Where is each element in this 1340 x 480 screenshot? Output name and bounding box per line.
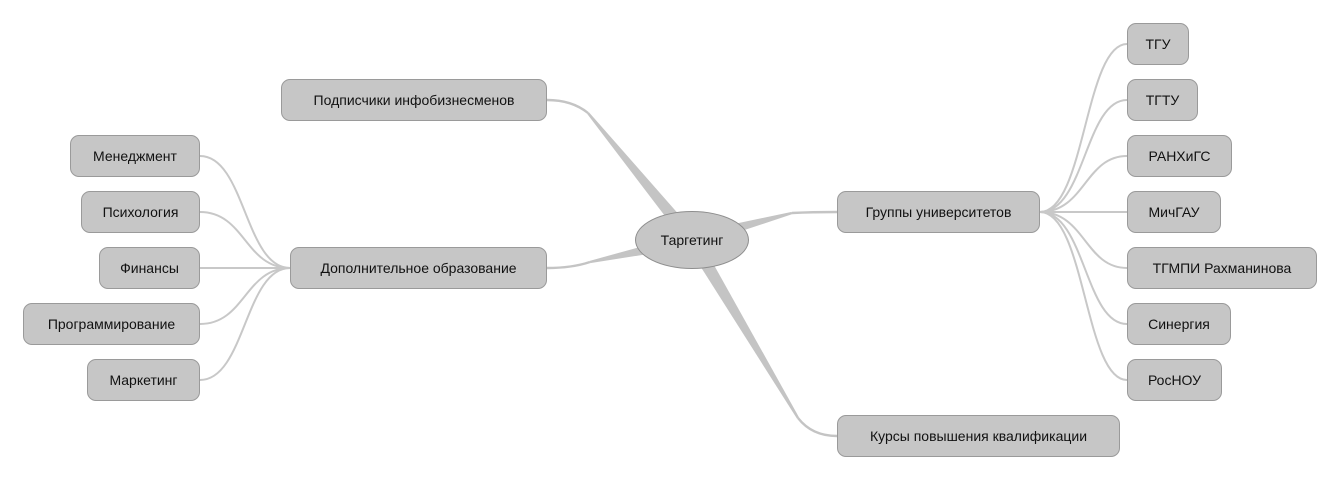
- node-label: Группы университетов: [865, 204, 1012, 220]
- branch-education[interactable]: Дополнительное образование: [290, 247, 547, 289]
- connector-rosnou: [1039, 211, 1128, 381]
- node-label: Маркетинг: [109, 372, 178, 388]
- node-label: Финансы: [120, 260, 179, 276]
- branch-subscribers[interactable]: Подписчики инфобизнесменов: [281, 79, 547, 121]
- leaf-university[interactable]: РосНОУ: [1127, 359, 1222, 401]
- branch-courses[interactable]: Курсы повышения квалификации: [837, 415, 1120, 457]
- connector-marketing: [199, 267, 291, 381]
- node-label: Программирование: [47, 316, 176, 332]
- node-label: Курсы повышения квалификации: [869, 428, 1088, 444]
- leaf-education[interactable]: Психология: [81, 191, 200, 233]
- leaf-university[interactable]: МичГАУ: [1127, 191, 1221, 233]
- node-label: Психология: [102, 204, 179, 220]
- connector-ranhigs: [1039, 155, 1128, 213]
- branch-universities[interactable]: Группы университетов: [837, 191, 1040, 233]
- leaf-education[interactable]: Маркетинг: [87, 359, 200, 401]
- branch-connector-subscribers: [587, 112, 698, 245]
- central-topic-label: Таргетинг: [660, 232, 724, 248]
- leaf-education[interactable]: Программирование: [23, 303, 200, 345]
- node-label: ТГМПИ Рахманинова: [1152, 260, 1292, 276]
- leaf-university[interactable]: ТГУ: [1127, 23, 1189, 65]
- node-label: ТГТУ: [1145, 92, 1180, 108]
- node-label: ТГУ: [1145, 36, 1171, 52]
- connector-tgu: [1039, 43, 1128, 213]
- leaf-university[interactable]: Синергия: [1127, 303, 1231, 345]
- central-topic[interactable]: Таргетинг: [635, 211, 749, 269]
- node-label: Подписчики инфобизнесменов: [313, 92, 515, 108]
- connector-psikhologiya: [199, 211, 291, 269]
- connector-programmirovanie: [199, 267, 291, 325]
- node-label: РАНХиГС: [1148, 148, 1211, 164]
- branch-connector-universities-end: [791, 210, 838, 215]
- node-label: МичГАУ: [1148, 204, 1200, 220]
- connector-sinergiya: [1039, 211, 1128, 325]
- connector-tgtu: [1039, 99, 1128, 213]
- leaf-university[interactable]: ТГТУ: [1127, 79, 1198, 121]
- leaf-education[interactable]: Финансы: [99, 247, 200, 289]
- node-label: Менеджмент: [93, 148, 177, 164]
- connector-menedzhment: [199, 155, 291, 269]
- branch-connector-subscribers-end: [546, 98, 589, 114]
- branch-connector-courses: [685, 236, 800, 419]
- leaf-university[interactable]: РАНХиГС: [1127, 135, 1232, 177]
- node-label: Дополнительное образование: [320, 260, 517, 276]
- leaf-university[interactable]: ТГМПИ Рахманинова: [1127, 247, 1317, 289]
- branch-connector-courses-end: [797, 417, 838, 438]
- node-label: Синергия: [1148, 316, 1210, 332]
- node-label: РосНОУ: [1147, 372, 1202, 388]
- branch-connector-education-end: [546, 260, 591, 270]
- leaf-education[interactable]: Менеджмент: [70, 135, 200, 177]
- connector-tgmpi: [1039, 211, 1128, 269]
